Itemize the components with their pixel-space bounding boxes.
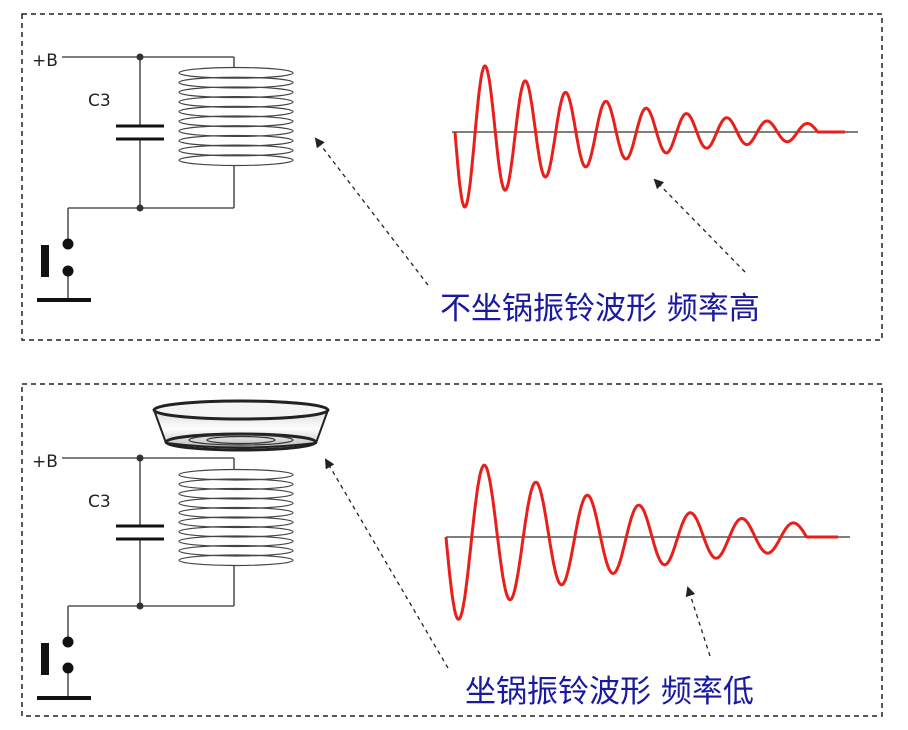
waveform-trace	[453, 64, 846, 209]
push-switch-symbol	[37, 238, 91, 302]
coil-turn	[178, 497, 294, 510]
arrow-to-waveform	[685, 586, 711, 657]
waveform-trace	[444, 463, 839, 621]
coil-turn	[178, 544, 294, 557]
coil-turn	[178, 535, 294, 548]
coil-turn	[178, 96, 294, 108]
circuit-schematic	[62, 56, 235, 300]
junction-dot	[136, 53, 144, 61]
panel-top: +B C3	[21, 13, 883, 341]
arrow-to-coil	[324, 458, 449, 669]
coil-turn	[178, 154, 294, 167]
push-switch-symbol	[37, 636, 91, 700]
coil-turn	[178, 105, 294, 118]
panel-bottom: +B C3	[21, 383, 883, 717]
coil-turn	[178, 144, 294, 157]
panel-frame	[21, 383, 883, 717]
coil-turn	[178, 76, 294, 89]
coil-turn	[178, 525, 294, 538]
induction-coil	[178, 66, 294, 167]
arrow-to-coil	[314, 137, 429, 286]
coil-turn	[178, 516, 294, 529]
coil-turn	[178, 66, 294, 79]
caption-top: 不坐锅振铃波形 频率高	[440, 291, 760, 327]
supply-label: +B	[32, 51, 58, 71]
junction-dot	[136, 204, 144, 212]
capacitor-symbol	[116, 524, 164, 541]
panel-frame	[21, 13, 883, 341]
coil-turn	[178, 125, 294, 137]
coil-turn	[178, 86, 294, 99]
arrow-to-waveform	[653, 178, 746, 273]
coil-turn	[178, 468, 294, 481]
junction-dot	[136, 602, 144, 610]
capacitor-symbol	[116, 124, 164, 141]
coil-turn	[178, 478, 294, 491]
circuit-schematic	[62, 457, 235, 698]
coil-turn	[178, 487, 294, 500]
coil-turn	[178, 554, 294, 567]
junction-dot	[136, 454, 144, 462]
waveform-plot	[452, 64, 858, 209]
capacitor-label: C3	[88, 91, 111, 111]
coil-turn	[178, 506, 294, 519]
supply-label: +B	[32, 452, 58, 472]
waveform-plot	[444, 463, 850, 621]
pot-icon	[152, 399, 330, 452]
coil-turn	[178, 115, 294, 128]
capacitor-label: C3	[88, 492, 111, 512]
coil-turn	[178, 134, 294, 147]
caption-bottom: 坐锅振铃波形 频率低	[465, 674, 754, 710]
induction-coil	[178, 468, 294, 567]
